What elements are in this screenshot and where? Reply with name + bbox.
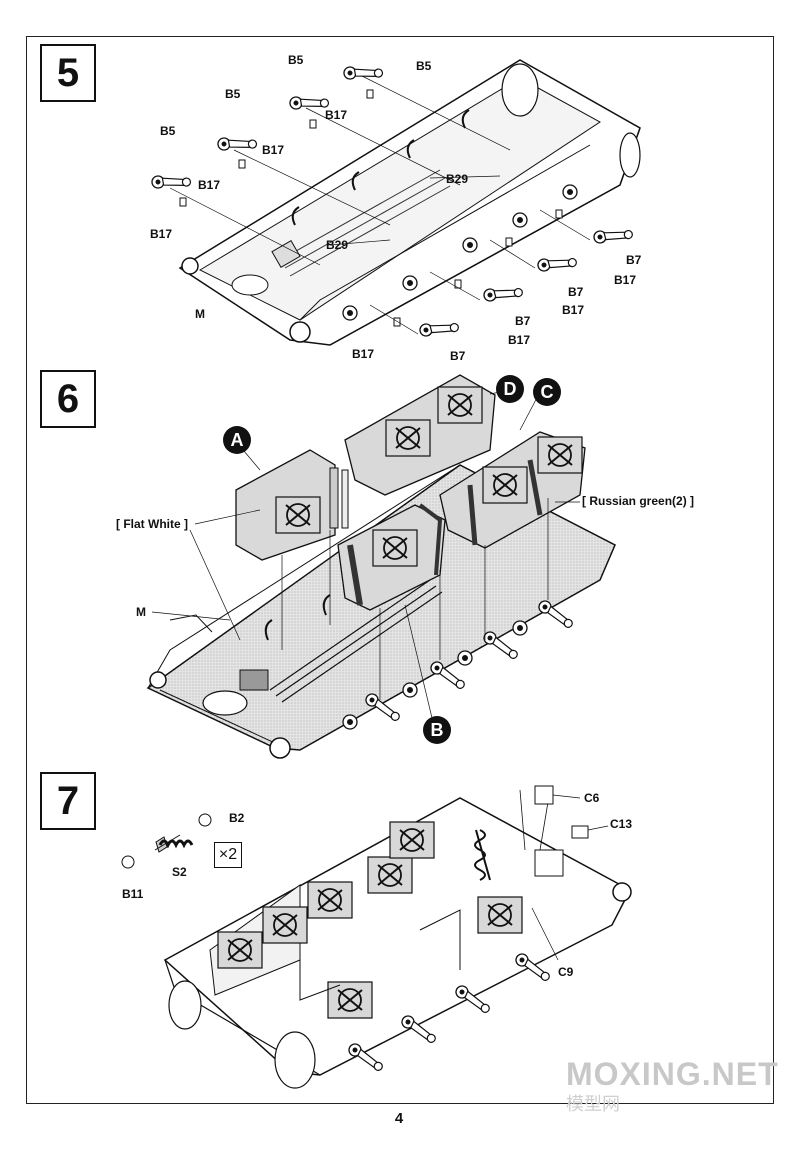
step-7-parts (121, 785, 609, 961)
label-b17: B17 (325, 108, 347, 122)
paint-russian-green: [ Russian green(2) ] (582, 494, 694, 508)
multiplier-box: ×2 (214, 842, 242, 868)
label-b17: B17 (562, 303, 584, 317)
label-s2: S2 (172, 865, 187, 879)
label-m: M (136, 605, 146, 619)
label-b2: B2 (229, 811, 245, 825)
badge-b-letter: B (431, 720, 444, 740)
watermark-sub: 模型网 (566, 1094, 620, 1115)
label-b7: B7 (450, 349, 466, 363)
badge-d-letter: D (504, 379, 517, 399)
label-b29: B29 (446, 172, 468, 186)
step-5-labels: B5 B5 B5 B5 B17 B17 B17 B17 B29 B29 M B7… (150, 53, 642, 363)
badge-d (496, 375, 524, 403)
label-c6: C6 (584, 791, 600, 805)
label-b5: B5 (160, 124, 176, 138)
label-b5: B5 (416, 59, 432, 73)
label-b17: B17 (198, 178, 220, 192)
badge-b (423, 716, 451, 744)
badge-c-letter: C (541, 382, 554, 402)
label-b7: B7 (568, 285, 584, 299)
badge-a (223, 426, 251, 454)
step-5-hull (178, 59, 641, 346)
step-5-parts (150, 60, 634, 341)
watermark-main: MOXING.NET (566, 1056, 779, 1092)
step-6-labels: [ Flat White ] [ Russian green(2) ] M (116, 494, 694, 619)
label-b5: B5 (288, 53, 304, 67)
label-b17: B17 (508, 333, 530, 347)
step-7-hull (163, 789, 632, 1089)
label-b17: B17 (352, 347, 374, 361)
label-b7: B7 (515, 314, 531, 328)
badge-c (533, 378, 561, 406)
step-7-number: 7 (40, 772, 96, 830)
label-b17: B17 (150, 227, 172, 241)
paint-flat-white: [ Flat White ] (116, 517, 188, 531)
label-b17: B17 (614, 273, 636, 287)
label-c9: C9 (558, 965, 574, 979)
step-6-number: 6 (40, 370, 96, 428)
step-5-number: 5 (40, 44, 96, 102)
step-6-ammo-racks (151, 374, 586, 719)
label-b17: B17 (262, 143, 284, 157)
label-b7: B7 (626, 253, 642, 267)
badge-a-letter: A (231, 430, 244, 450)
step-7-labels: B2 S2 B11 C6 C13 C9 (122, 791, 632, 979)
page-frame (26, 36, 774, 1104)
label-c13: C13 (610, 817, 632, 831)
label-b5: B5 (225, 87, 241, 101)
step-6-badges: A D C B (223, 375, 561, 744)
label-b11: B11 (122, 887, 144, 901)
label-b29: B29 (326, 238, 348, 252)
page-number: 4 (394, 1110, 404, 1127)
label-m: M (195, 307, 205, 321)
